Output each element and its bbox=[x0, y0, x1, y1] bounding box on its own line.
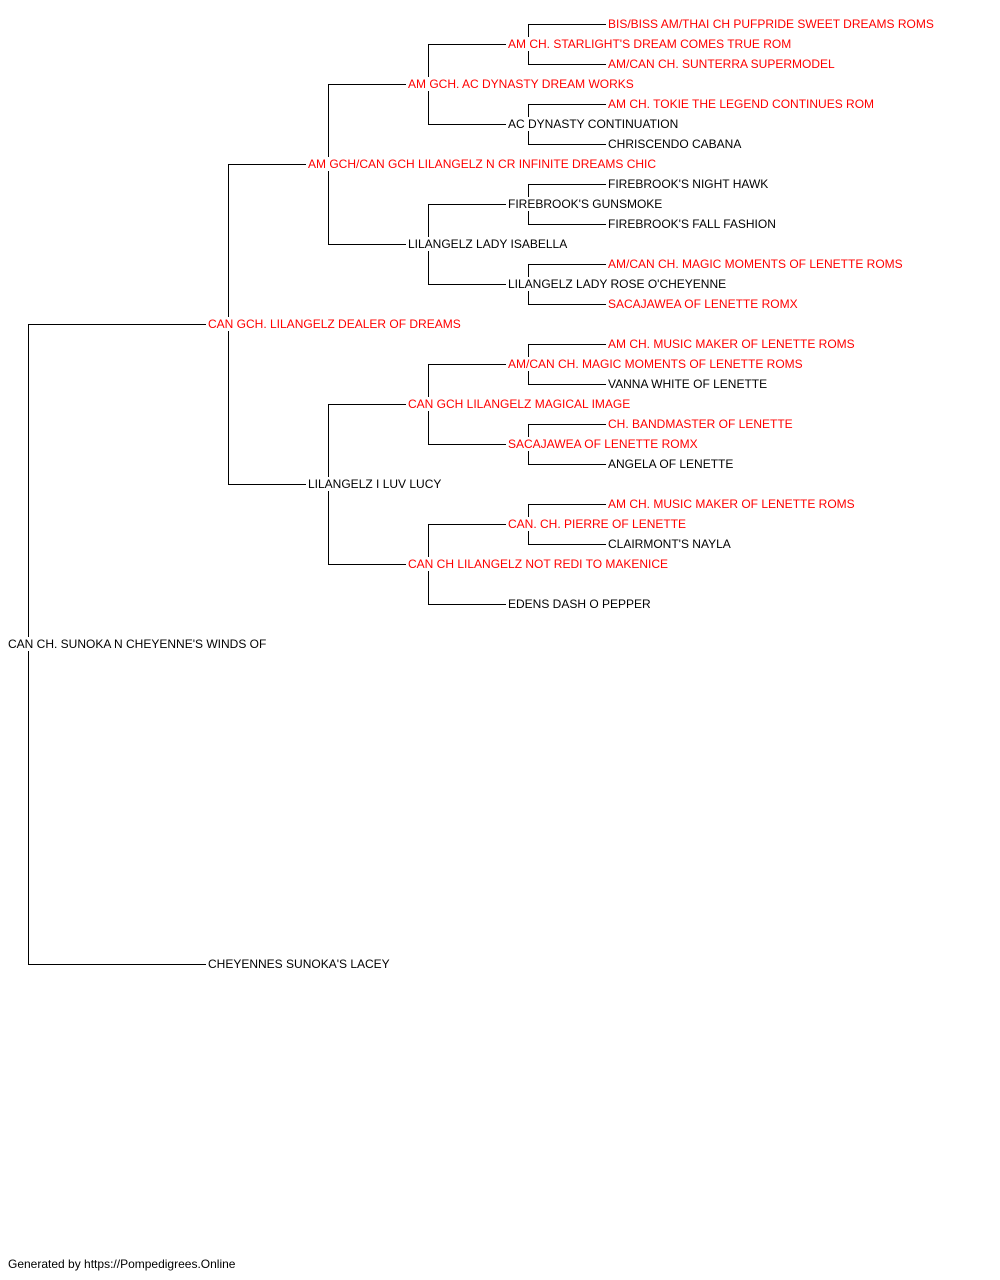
connector-line-sssds bbox=[528, 104, 606, 118]
connector-line-sssdd bbox=[528, 130, 606, 145]
connector-line-sdds bbox=[428, 524, 506, 558]
connector-line-sddsd bbox=[528, 530, 606, 545]
connector-line-sdss bbox=[428, 364, 506, 398]
generated-by-footer: Generated by https://Pompedigrees.Online bbox=[8, 1257, 236, 1271]
dog-name-sdsss: AM CH. MUSIC MAKER OF LENETTE ROMS bbox=[608, 337, 857, 351]
connector-line-sssd bbox=[428, 90, 506, 125]
connector-line-ssss bbox=[428, 44, 506, 78]
connector-line-ssds bbox=[428, 204, 506, 238]
connector-line-sddd bbox=[428, 570, 506, 605]
connector-line-dam bbox=[28, 650, 206, 965]
dog-name-sdds: CAN. CH. PIERRE OF LENETTE bbox=[508, 517, 689, 531]
connector-line-sddss bbox=[528, 504, 606, 518]
dog-name-ssssd: AM/CAN CH. SUNTERRA SUPERMODEL bbox=[608, 57, 837, 71]
dog-name-sire-dam: LILANGELZ I LUV LUCY bbox=[308, 477, 444, 491]
connector-line-ssdd bbox=[428, 250, 506, 285]
dog-name-sssss: BIS/BISS AM/THAI CH PUFPRIDE SWEET DREAM… bbox=[608, 17, 936, 31]
connector-line-sds bbox=[328, 404, 406, 478]
dog-name-sdsds: CH. BANDMASTER OF LENETTE bbox=[608, 417, 795, 431]
dog-name-sddd: EDENS DASH O PEPPER bbox=[508, 597, 653, 611]
connector-line-sire_dam bbox=[228, 330, 306, 485]
dog-name-ssdd: LILANGELZ LADY ROSE O'CHEYENNE bbox=[508, 277, 729, 291]
connector-line-sssss bbox=[528, 24, 606, 38]
connector-line-sdsss bbox=[528, 344, 606, 358]
connector-line-ssdds bbox=[528, 264, 606, 278]
dog-name-ssd: LILANGELZ LADY ISABELLA bbox=[408, 237, 570, 251]
connector-line-sire bbox=[28, 324, 206, 638]
dog-name-sssdd: CHRISCENDO CABANA bbox=[608, 137, 744, 151]
dog-name-sdsdd: ANGELA OF LENETTE bbox=[608, 457, 736, 471]
dog-name-sds: CAN GCH LILANGELZ MAGICAL IMAGE bbox=[408, 397, 633, 411]
dog-name-sssds: AM CH. TOKIE THE LEGEND CONTINUES ROM bbox=[608, 97, 877, 111]
dog-name-ssddd: SACAJAWEA OF LENETTE ROMX bbox=[608, 297, 800, 311]
dog-name-ssdss: FIREBROOK'S NIGHT HAWK bbox=[608, 177, 771, 191]
connector-line-sdsd bbox=[428, 410, 506, 445]
connector-line-sdd bbox=[328, 490, 406, 565]
dog-name-sire-sire: AM GCH/CAN GCH LILANGELZ N CR INFINITE D… bbox=[308, 157, 659, 171]
dog-name-sire: CAN GCH. LILANGELZ DEALER OF DREAMS bbox=[208, 317, 463, 331]
connector-line-sdsdd bbox=[528, 450, 606, 465]
connector-line-ssd bbox=[328, 170, 406, 245]
connector-line-ssssd bbox=[528, 50, 606, 65]
dog-name-sdssd: VANNA WHITE OF LENETTE bbox=[608, 377, 770, 391]
dog-name-sssd: AC DYNASTY CONTINUATION bbox=[508, 117, 681, 131]
connector-line-sss bbox=[328, 84, 406, 158]
dog-name-ssds: FIREBROOK'S GUNSMOKE bbox=[508, 197, 665, 211]
dog-name-sddss: AM CH. MUSIC MAKER OF LENETTE ROMS bbox=[608, 497, 857, 511]
connector-line-sdssd bbox=[528, 370, 606, 385]
dog-name-sdsd: SACAJAWEA OF LENETTE ROMX bbox=[508, 437, 700, 451]
dog-name-sdss: AM/CAN CH. MAGIC MOMENTS OF LENETTE ROMS bbox=[508, 357, 805, 371]
dog-name-ssss: AM CH. STARLIGHT'S DREAM COMES TRUE ROM bbox=[508, 37, 794, 51]
dog-name-sdd: CAN CH LILANGELZ NOT REDI TO MAKENICE bbox=[408, 557, 671, 571]
connector-line-ssddd bbox=[528, 290, 606, 305]
dog-name-sss: AM GCH. AC DYNASTY DREAM WORKS bbox=[408, 77, 636, 91]
dog-name-ssdsd: FIREBROOK'S FALL FASHION bbox=[608, 217, 778, 231]
connector-line-ssdsd bbox=[528, 210, 606, 225]
dog-name-sddsd: CLAIRMONT'S NAYLA bbox=[608, 537, 733, 551]
connector-line-ssdss bbox=[528, 184, 606, 198]
dog-name-subject: CAN CH. SUNOKA N CHEYENNE'S WINDS OF bbox=[8, 637, 269, 651]
connector-line-sire_sire bbox=[228, 164, 306, 318]
dog-name-dam: CHEYENNES SUNOKA'S LACEY bbox=[208, 957, 392, 971]
connector-line-sdsds bbox=[528, 424, 606, 438]
dog-name-ssdds: AM/CAN CH. MAGIC MOMENTS OF LENETTE ROMS bbox=[608, 257, 905, 271]
